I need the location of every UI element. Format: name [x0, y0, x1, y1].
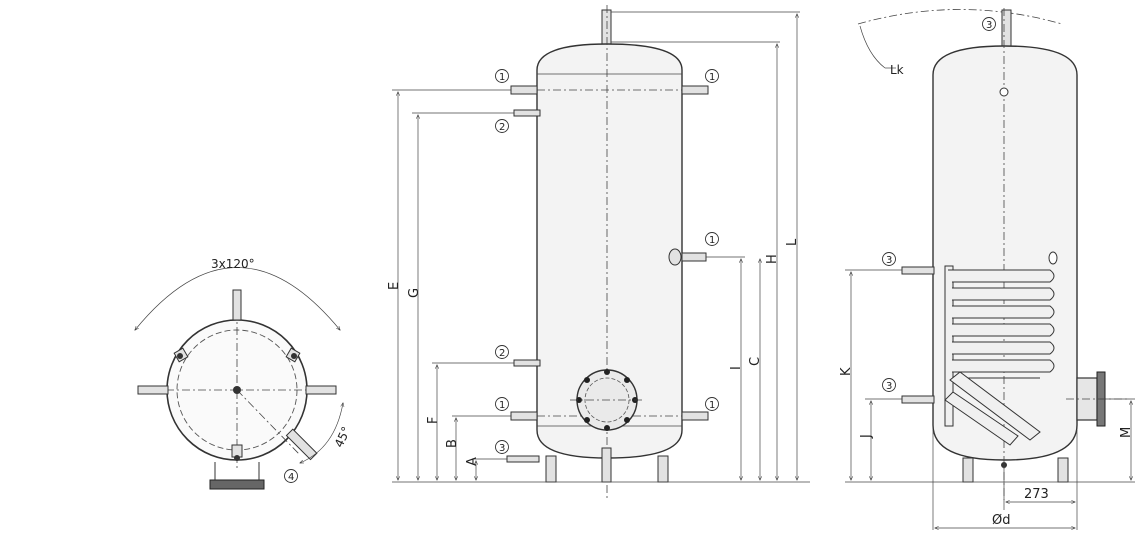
offset-value: 273	[1024, 487, 1049, 502]
side-view: 3 Lk 3 3	[839, 8, 1135, 530]
angled-pipe	[285, 428, 318, 461]
front-tank-body	[536, 43, 683, 459]
top-nozzle	[601, 9, 612, 45]
port-label: 3	[499, 443, 505, 454]
dim-label: L	[785, 238, 800, 246]
port-4-label: 4	[288, 472, 294, 483]
port-label: 1	[499, 400, 505, 411]
port-label: 1	[709, 72, 715, 83]
top-view: 3x120° 45° 4	[135, 257, 354, 490]
dim-label: I	[729, 366, 744, 370]
right-pipe	[305, 385, 337, 395]
dim-label: M	[1119, 427, 1134, 438]
dim-label: G	[407, 288, 422, 298]
angle-arc	[135, 267, 340, 331]
dim-label: J	[859, 434, 874, 439]
dim-label: E	[387, 282, 402, 290]
front-view: 1 1 2 1 2 1 1 3 E G F B A	[387, 5, 810, 500]
coil-note: Lk	[890, 63, 904, 77]
dim-label: B	[445, 439, 460, 448]
dim-label: K	[839, 367, 854, 376]
port-label: 3	[886, 255, 892, 266]
port-label: 1	[499, 72, 505, 83]
dim-label: A	[465, 457, 480, 466]
port-label: 3	[886, 381, 892, 392]
port-label: 2	[499, 348, 505, 359]
base-plate	[209, 479, 265, 490]
left-pipe	[137, 385, 169, 395]
dim-label: H	[765, 254, 780, 264]
dim-label: C	[748, 357, 763, 366]
angle-label: 3x120°	[211, 257, 255, 271]
port-label: 2	[499, 122, 505, 133]
side-tank-body	[932, 45, 1078, 461]
port-label: 3	[986, 20, 992, 31]
heating-coil	[944, 265, 1055, 446]
port-label: 1	[709, 235, 715, 246]
top-pipe	[232, 289, 242, 321]
dim-label: F	[426, 417, 441, 424]
diameter-label: Ød	[992, 513, 1010, 528]
port-label: 1	[709, 400, 715, 411]
